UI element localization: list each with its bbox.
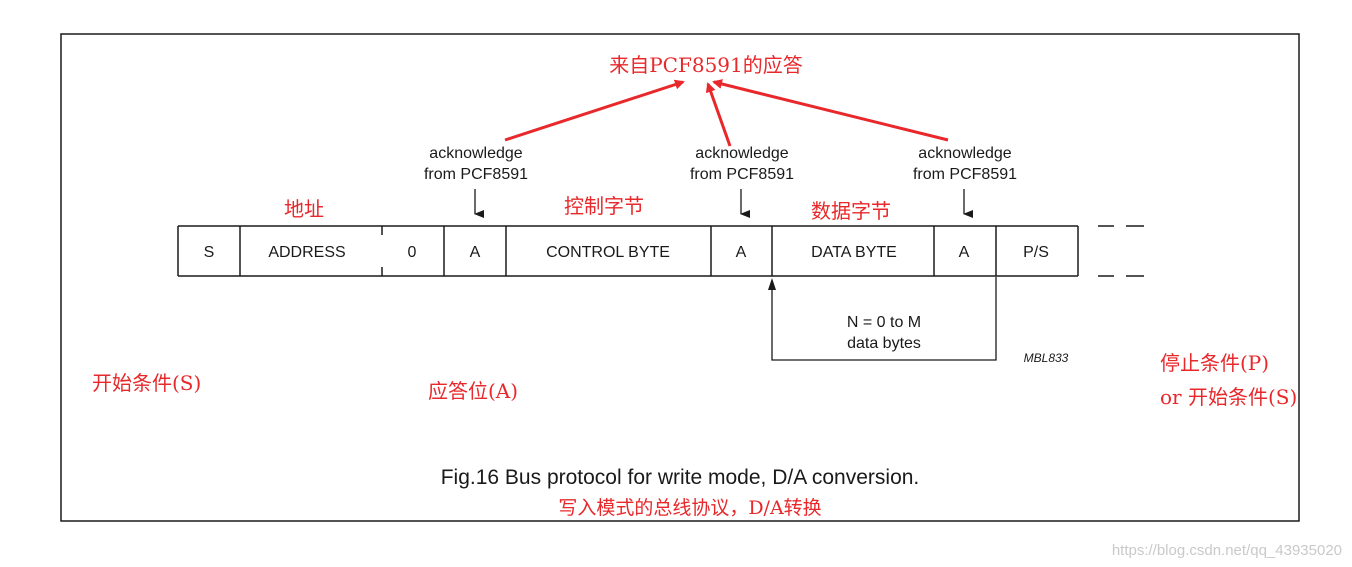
- cell-stop-start: P/S: [1023, 244, 1049, 261]
- red-arrow-3: [712, 79, 949, 142]
- row-continuation-dashes: [1098, 225, 1144, 277]
- ack-label-1-line2: from PCF8591: [424, 166, 528, 183]
- figure-caption-cn: 写入模式的总线协议，D/A转换: [558, 497, 821, 519]
- figure-code: MBL833: [1024, 351, 1069, 365]
- ack-label-2-line1: acknowledge: [695, 145, 789, 162]
- repeat-loop-arrowhead: [768, 278, 776, 290]
- figure-caption: Fig.16 Bus protocol for write mode, D/A …: [441, 466, 920, 489]
- cell-data-byte: DATA BYTE: [811, 244, 897, 261]
- loop-label-line2: data bytes: [847, 335, 921, 352]
- cell-ack-3: A: [959, 244, 970, 261]
- red-arrow-2: [705, 82, 732, 147]
- cell-rw-bit: 0: [408, 244, 417, 261]
- cell-ack-1: A: [470, 244, 481, 261]
- protocol-row: [177, 225, 1079, 277]
- cell-start: S: [204, 244, 215, 261]
- annotation-address: 地址: [284, 197, 324, 221]
- annotation-ack-bit: 应答位(A): [428, 379, 518, 403]
- watermark: https://blog.csdn.net/qq_43935020: [1112, 542, 1342, 559]
- repeat-loop-bracket: [771, 277, 997, 361]
- ack-label-1-line1: acknowledge: [429, 145, 523, 162]
- annotation-data-byte: 数据字节: [811, 199, 891, 223]
- annotation-from-pcf8591: 来自PCF8591的应答: [609, 53, 803, 77]
- ack-label-2-line2: from PCF8591: [690, 166, 794, 183]
- cell-ack-2: A: [736, 244, 747, 261]
- red-arrow-1: [504, 79, 685, 142]
- annotation-stop-line2: or 开始条件(S): [1160, 385, 1297, 409]
- loop-label-line1: N = 0 to M: [847, 314, 921, 331]
- ack-label-3-line1: acknowledge: [918, 145, 1012, 162]
- cell-control-byte: CONTROL BYTE: [546, 244, 670, 261]
- annotation-start-condition: 开始条件(S): [92, 371, 201, 395]
- annotation-control-byte: 控制字节: [564, 194, 644, 218]
- ack-label-3-line2: from PCF8591: [913, 166, 1017, 183]
- annotation-stop-line1: 停止条件(P): [1160, 351, 1269, 375]
- figure-frame: [60, 33, 1300, 522]
- cell-address: ADDRESS: [268, 244, 345, 261]
